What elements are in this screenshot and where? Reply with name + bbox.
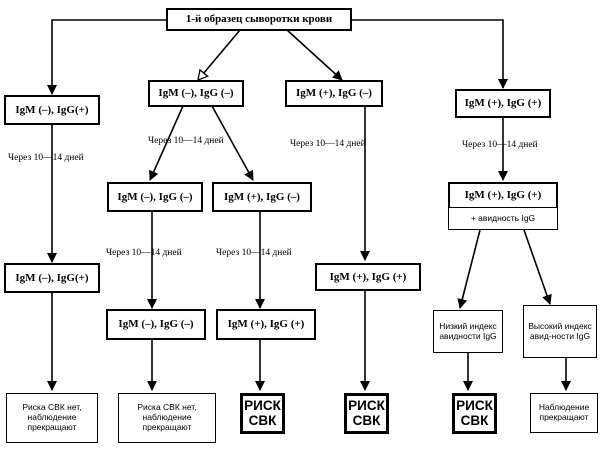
node-b2-right-result: IgM (+), IgG (–): [212, 182, 312, 212]
node-root-serum-sample: 1-й образец сыворотки крови: [166, 8, 352, 31]
connector-b1-to-b2r: [211, 105, 254, 181]
node-a1-result: IgM (–), IgG(+): [4, 95, 100, 125]
interval-label-b-right: Через 10—14 дней: [216, 248, 292, 258]
node-b4-left-no-risk: Риска СВК нет, наблюдение прекращают: [118, 393, 216, 443]
interval-label-c: Через 10—14 дней: [290, 139, 366, 149]
node-b1-result: IgM (–), IgG (–): [148, 80, 244, 107]
connector-root-to-left: [47, 19, 166, 95]
node-b2-left-result: IgM (–), IgG (–): [107, 182, 203, 212]
connector-root-to-b1: [198, 29, 241, 80]
connector-root-to-right: [352, 19, 508, 89]
node-a3-result: IgM (–), IgG(+): [4, 263, 100, 293]
node-d3-high-avidity: Высокий индекс авид-ности IgG: [523, 305, 597, 358]
node-d3-low-avidity: Низкий индекс авидности IgG: [433, 310, 503, 353]
node-c4-risk: РИСК СВК: [344, 393, 389, 434]
connector-b1-to-b2l: [149, 105, 184, 181]
node-b3-left-result: IgM (–), IgG (–): [106, 309, 206, 340]
interval-label-d: Через 10—14 дней: [462, 140, 538, 150]
node-c1-result: IgM (+), IgG (–): [285, 80, 383, 107]
interval-label-b-left: Через 10—14 дней: [106, 248, 182, 258]
node-b4-right-risk: РИСК СВК: [240, 393, 285, 434]
node-a4-no-risk: Риска СВК нет, наблюдение прекращают: [6, 393, 98, 443]
node-c3-result: IgM (+), IgG (+): [315, 263, 421, 291]
node-d2-result: IgM (+), IgG (+): [448, 182, 558, 208]
connector-d2-to-d3r: [523, 229, 552, 305]
node-d4-right-stop: Наблюдение прекращают: [530, 393, 598, 433]
node-d4-left-risk: РИСК СВК: [452, 393, 497, 434]
node-d2-avidity-note: + авидность IgG: [448, 207, 558, 230]
interval-label-b: Через 10—14 дней: [148, 136, 224, 146]
node-b3-right-result: IgM (+), IgG (+): [216, 309, 316, 340]
connector-root-to-c1: [286, 29, 343, 81]
interval-label-a: Через 10—14 дней: [8, 153, 84, 163]
node-d1-result: IgM (+), IgG (+): [455, 89, 551, 118]
connector-d2-to-d3l: [457, 229, 481, 309]
